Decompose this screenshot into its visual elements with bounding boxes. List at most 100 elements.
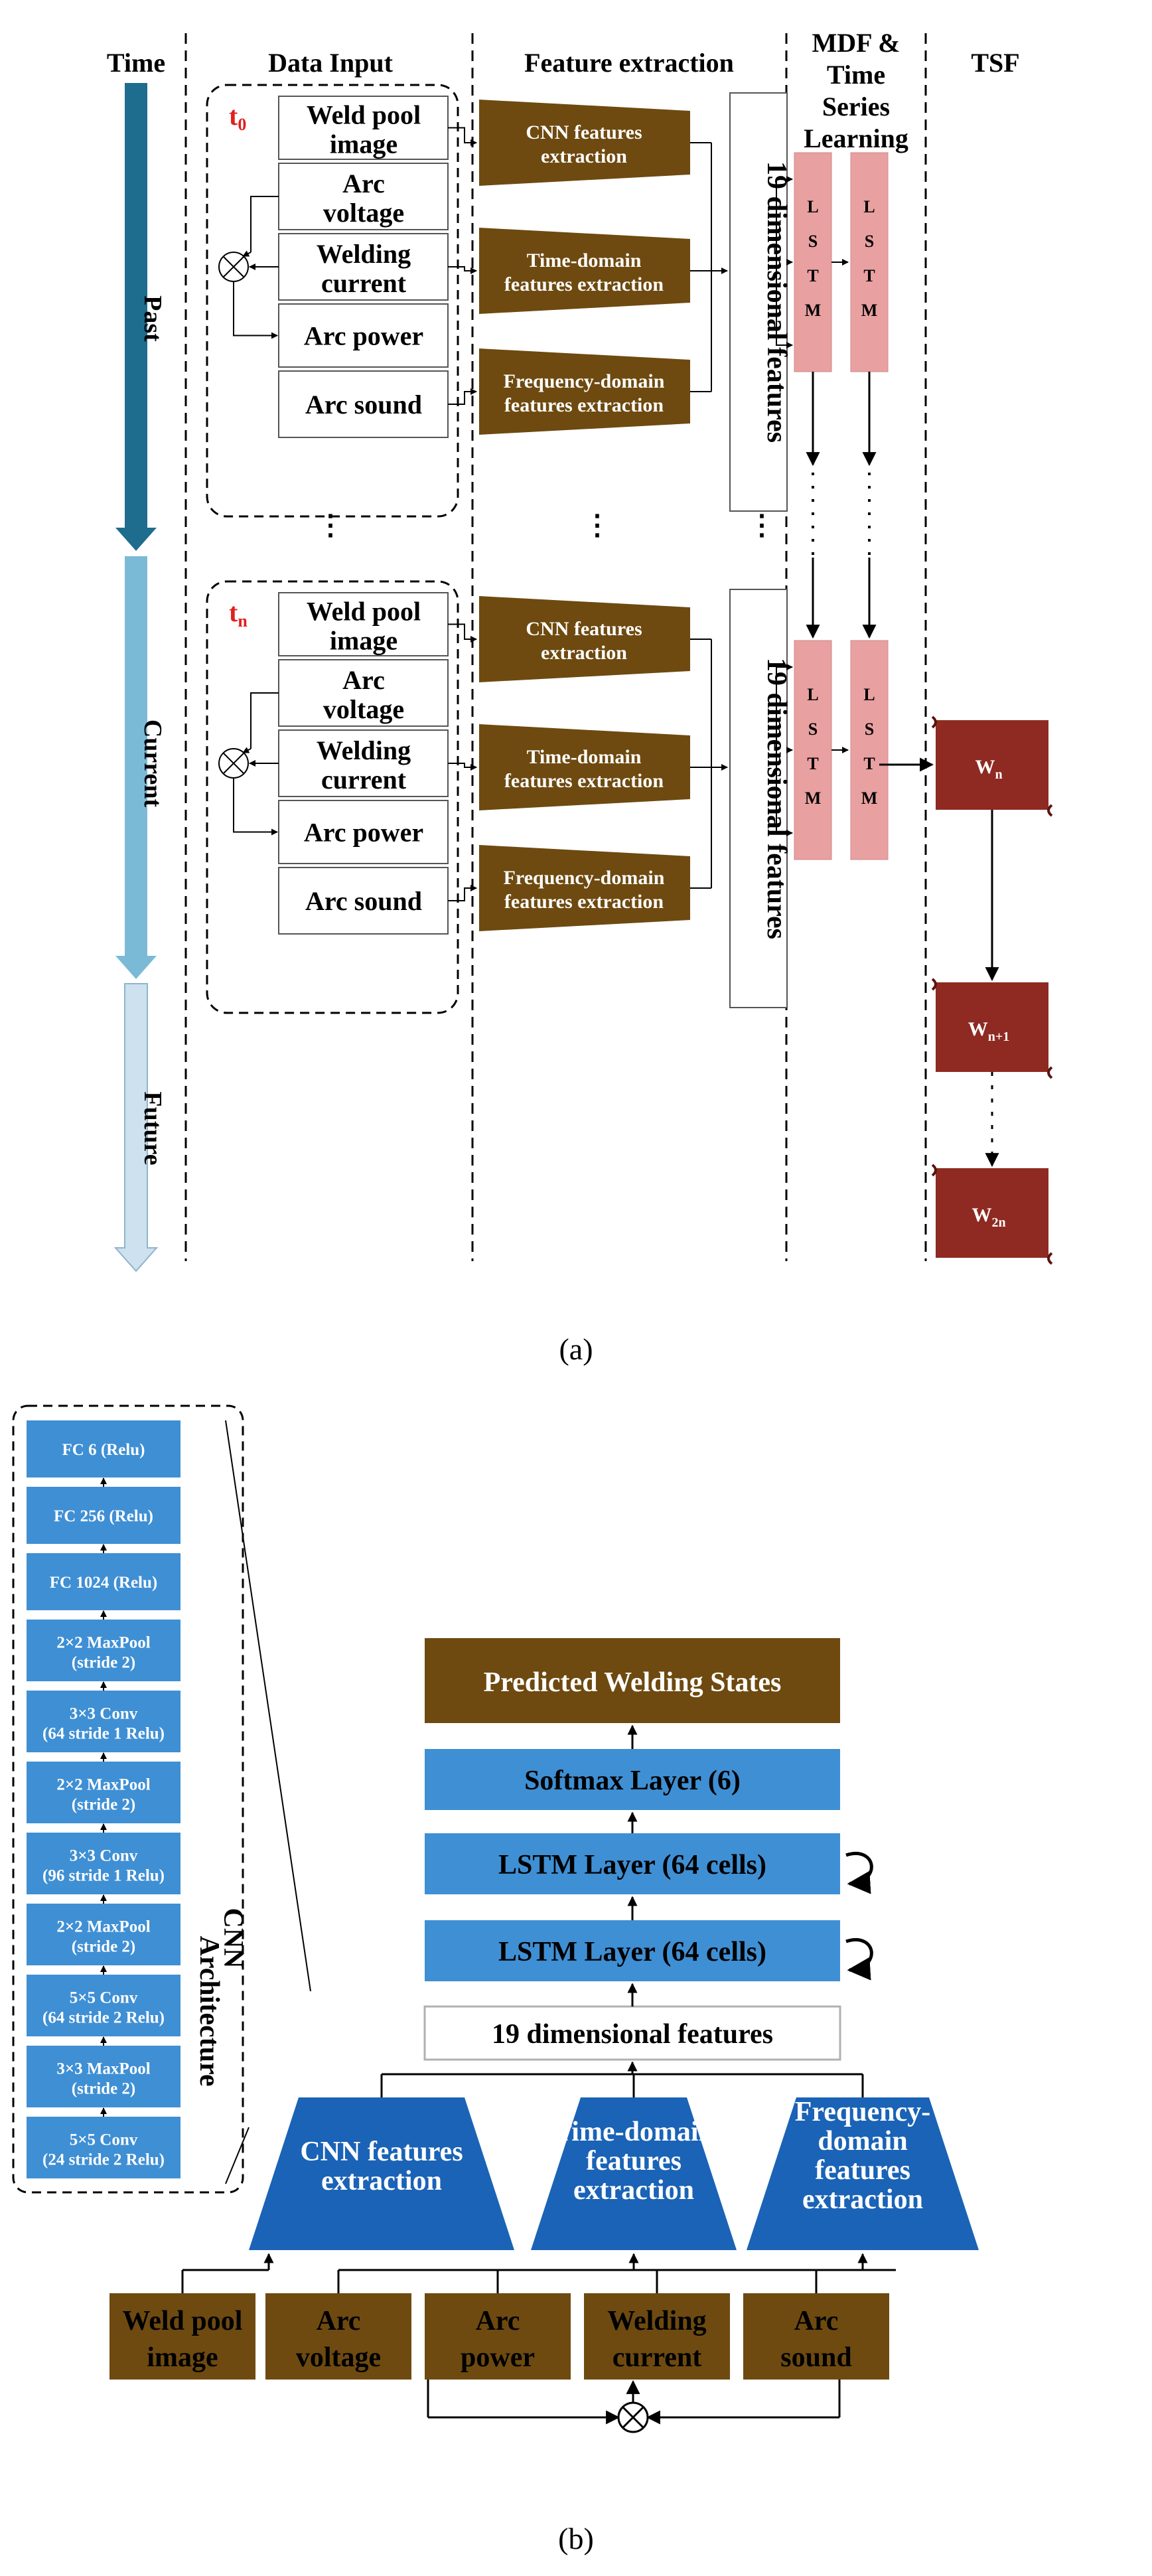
b-input-sublabel-1: voltage [296,2342,381,2373]
input-frame-tn [206,580,459,1014]
lstm-letter-past-1-2: T [863,266,875,285]
ws-n-body [936,720,1048,810]
cnn-architecture-frame [12,1404,244,2194]
feature-sublabel-tn-1: features extraction [504,770,664,792]
input-box-t0-2 [278,233,449,301]
input-box-t0-0 [278,96,449,160]
mult-to-power-tn [233,778,278,836]
ws-n1: Wn+1 [931,978,1053,1079]
ws-n-label: Wn [975,756,1002,782]
lstm-letter-current-0-3: M [805,789,822,808]
cnn-layer-label-0: FC 6 (Relu) [62,1441,145,1459]
cnn-layer-label-6: 3×3 Conv [70,1847,138,1865]
input-label-tn-1: Arc [342,665,385,695]
cnn-layer-stack: FC 6 (Relu) FC 256 (Relu) FC 1024 (Relu) 2×… [27,1420,180,2178]
lstm-letter-current-0-2: T [807,754,818,773]
input-to-feature-t0-2 [448,388,477,405]
lstm-letter-past-0-1: S [808,232,818,251]
cnn-layer-4 [27,1691,180,1752]
b-dim-features-box [423,2005,841,2061]
cnn-layer-sublabel-5: (stride 2) [72,1796,136,1814]
input-sublabel-t0-2: current [321,268,407,298]
cnn-layer-label-7: 2×2 MaxPool [56,1918,150,1936]
b-dim-features-label: 19 dimensional features [492,2019,773,2050]
lstm-letter-current-1-0: L [863,685,875,704]
cnn-layer-label-1: FC 256 (Relu) [54,1507,153,1525]
cnn-layer-label-2: FC 1024 (Relu) [50,1574,157,1592]
ellipsis-inputs: ⋮ [317,510,344,541]
header-time: Time [107,48,165,78]
time-label-tn: tn [229,597,248,631]
input-box-tn-3 [278,800,449,864]
b-input-label-1: Arc [317,2306,361,2336]
tsf-outputs: Wn Wn+1 W2n [879,716,1053,1265]
lstm-letter-current-0-1: S [808,720,818,739]
b-extractor-label-1-0: Time-domain [553,2117,714,2147]
b-feature-extractors: CNN featuresextractionTime-domainfeature… [249,2061,979,2250]
b-input-sublabel-2: power [461,2342,535,2373]
lstm-1-recurrent-arrow [845,1938,873,1981]
lstm-letter-past-0-0: L [807,197,818,216]
feature-label-tn-1: Time-domain [527,746,642,768]
input-label-tn-2: Welding [317,735,411,765]
header-mdf-line1: MDF & [812,28,900,58]
feature-label-t0-1: Time-domain [527,250,642,271]
predicted-states-label: Predicted Welding States [484,1667,782,1698]
input-label-t0-1: Arc [342,169,385,198]
lstm-2-recurrent-arrow [845,1852,873,1894]
cnn-layer-label-10: 5×5 Conv [70,2131,138,2149]
voltage-to-mult-t0 [250,196,279,252]
lstm-letter-current-1-3: M [861,789,878,808]
lstm-letter-past-0-2: T [807,266,818,285]
cnn-layer-10 [27,2117,180,2178]
caption-a: (a) [559,1332,593,1366]
column-headers: Time Data Input Feature extraction MDF &… [107,28,1020,153]
input-sublabel-tn-2: current [321,765,407,795]
label-past: Past [139,295,167,342]
lstm-letter-current-1-2: T [863,754,875,773]
past-arrow [115,83,157,551]
ellipsis-features: ⋮ [583,510,611,541]
input-label-t0-3: Arc power [304,321,423,351]
voltage-arrow-t0 [242,250,252,257]
feature-sublabel-t0-0: extraction [541,145,627,167]
cnn-layer-sublabel-10: (24 stride 2 Relu) [42,2151,165,2169]
multiply-icon-x2-tn [223,753,244,774]
b-input-sublabel-4: sound [780,2342,851,2373]
header-mdf-line3: Series [822,92,890,121]
b-multiplier [427,2380,841,2433]
lstm-cell-past-0 [794,152,832,372]
ellipsis-dim: ⋮ [748,510,776,541]
ws-2n-body [936,1168,1048,1258]
b-extractor-label-2-2: features [815,2155,910,2186]
b-input-box-3 [584,2293,730,2380]
header-tsf: TSF [971,48,1019,78]
label-future: Future [139,1091,167,1165]
header-mdf-line4: Learning [804,123,908,153]
lstm-letter-current-0-0: L [807,685,818,704]
lstm-letter-past-1-0: L [863,197,875,216]
b-extractor-1 [531,2097,737,2250]
b-input-label-4: Arc [794,2306,839,2336]
b-extractor-label-1-2: extraction [573,2175,694,2206]
cnn-layer-sublabel-6: (96 stride 1 Relu) [42,1867,165,1885]
b-extractor-2 [747,2097,979,2250]
cnn-layer-3 [27,1620,180,1681]
input-to-feature-t0-1 [448,266,477,274]
lstm-letter-past-1-1: S [865,232,874,251]
lstm-letter-past-1-3: M [861,301,878,320]
input-sublabel-tn-0: image [330,626,397,656]
b-input-sublabel-0: image [147,2342,218,2373]
lstm-cell-current-1 [850,640,889,860]
feature-sublabel-t0-1: features extraction [504,273,664,295]
lstm-layer-2-label: LSTM Layer (64 cells) [498,1850,766,1880]
cnn-layer-sublabel-8: (64 stride 2 Relu) [42,2009,165,2027]
cnn-layer-6 [27,1833,180,1894]
ws-2n-label: W2n [972,1204,1005,1230]
dim-features-box-tn [729,589,788,1008]
input-box-tn-2 [278,729,449,797]
cnn-layer-5 [27,1762,180,1823]
header-mdf-line2: Time [827,60,885,90]
softmax-label: Softmax Layer (6) [524,1766,741,1796]
